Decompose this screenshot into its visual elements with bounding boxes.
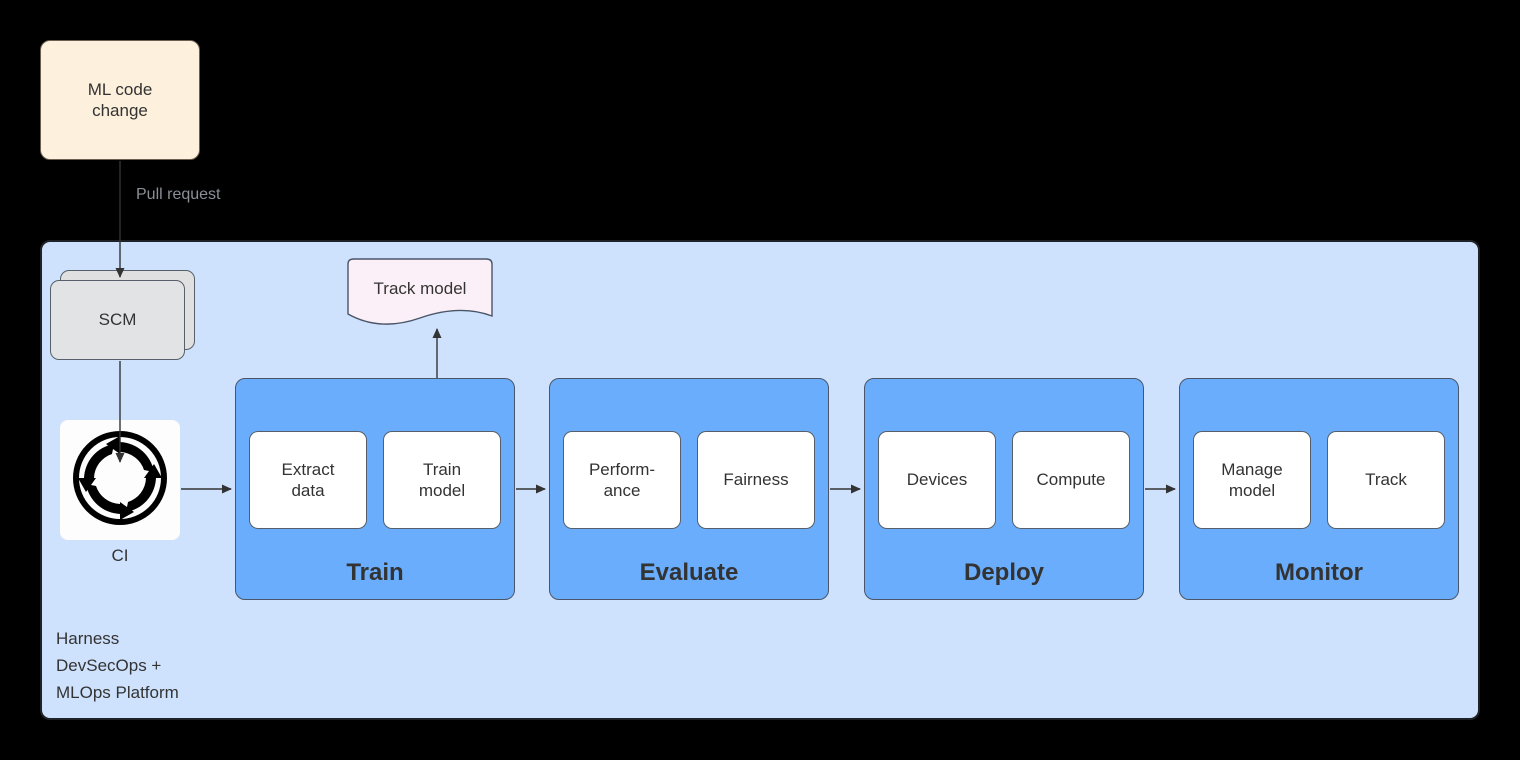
substage-manage-model[interactable]: Manage model [1193,431,1311,529]
substage-label: Perform- ance [588,459,656,500]
stage-monitor[interactable]: Manage model Track Monitor [1179,378,1459,600]
platform-label: Harness DevSecOps + MLOps Platform [56,629,179,703]
ml-code-change-label: ML code change [87,79,153,120]
substage-devices[interactable]: Devices [878,431,996,529]
edge-label-pull-request: Pull request [136,186,221,203]
stage-evaluate[interactable]: Perform- ance Fairness Evaluate [549,378,829,600]
substage-label: Manage model [1221,459,1283,500]
substage-label: Devices [906,470,968,490]
substage-label: Train model [418,459,466,500]
stage-deploy[interactable]: Devices Compute Deploy [864,378,1144,600]
substage-track[interactable]: Track [1327,431,1445,529]
substage-label: Extract data [281,459,335,500]
substage-performance[interactable]: Perform- ance [563,431,681,529]
substage-label: Compute [1036,470,1106,490]
stage-train[interactable]: Extract data Train model Train [235,378,515,600]
substage-compute[interactable]: Compute [1012,431,1130,529]
node-scm[interactable]: SCM [50,270,195,360]
track-model-label: Track model [373,279,467,298]
stage-title-train: Train [346,559,404,586]
node-track-model[interactable]: Track model [340,258,500,336]
substage-train-model[interactable]: Train model [383,431,501,529]
document-shape-icon [347,258,493,325]
continuous-integration-loop-icon [70,428,170,533]
substage-extract-data[interactable]: Extract data [249,431,367,529]
stage-title-deploy: Deploy [963,559,1044,586]
scm-label: SCM [98,310,137,329]
substage-label: Fairness [723,470,789,490]
scm-card-front: SCM [50,280,185,360]
node-ml-code-change[interactable]: ML code change [40,40,200,160]
node-ci[interactable] [60,420,180,540]
ci-label: CI [111,546,129,565]
stage-title-evaluate: Evaluate [639,559,739,586]
stage-title-monitor: Monitor [1275,559,1363,586]
substage-label: Track [1365,470,1407,490]
substage-fairness[interactable]: Fairness [697,431,815,529]
